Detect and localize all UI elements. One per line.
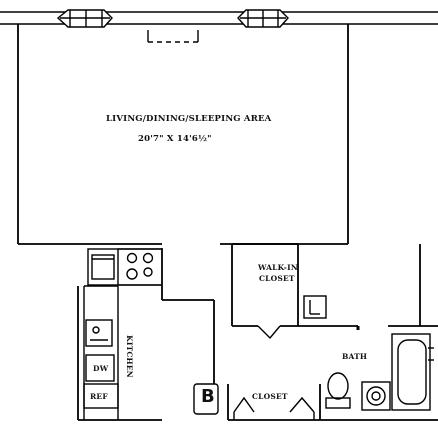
refrigerator (83, 383, 119, 409)
bathtub (391, 333, 434, 411)
bed-icon (193, 383, 219, 415)
kitchen-upper-counter (87, 248, 163, 286)
dishwasher (85, 354, 115, 382)
radiator (147, 30, 199, 43)
window-left (56, 9, 113, 28)
living-area-title: LIVING/DINING/SLEEPING AREA (106, 114, 272, 124)
hall-closet (227, 384, 438, 421)
toilet (325, 372, 351, 409)
bath-label: BATH (342, 352, 368, 361)
dishwasher-label: DW (93, 364, 109, 373)
linen-closet (303, 295, 327, 319)
closet-label: CLOSET (252, 392, 288, 401)
walk-in-closet-label-1: WALK-IN (258, 263, 298, 272)
upper-sink (91, 254, 115, 280)
living-area-dimensions: 20'7" X 14'6½" (138, 134, 212, 144)
walk-in-closet-walls (231, 243, 299, 340)
window-right (237, 9, 289, 28)
stove (117, 248, 163, 286)
kitchen-partition (161, 286, 215, 384)
kitchen-left-counter (77, 285, 162, 421)
bath-sink (361, 381, 391, 411)
refrigerator-label: REF (90, 392, 108, 401)
kitchen-label: KITCHEN (124, 335, 134, 378)
kitchen-sink (85, 319, 113, 347)
bed-icon-letter: B (201, 386, 215, 407)
bath-walls (298, 244, 438, 330)
walk-in-closet-label-2: CLOSET (259, 274, 295, 283)
